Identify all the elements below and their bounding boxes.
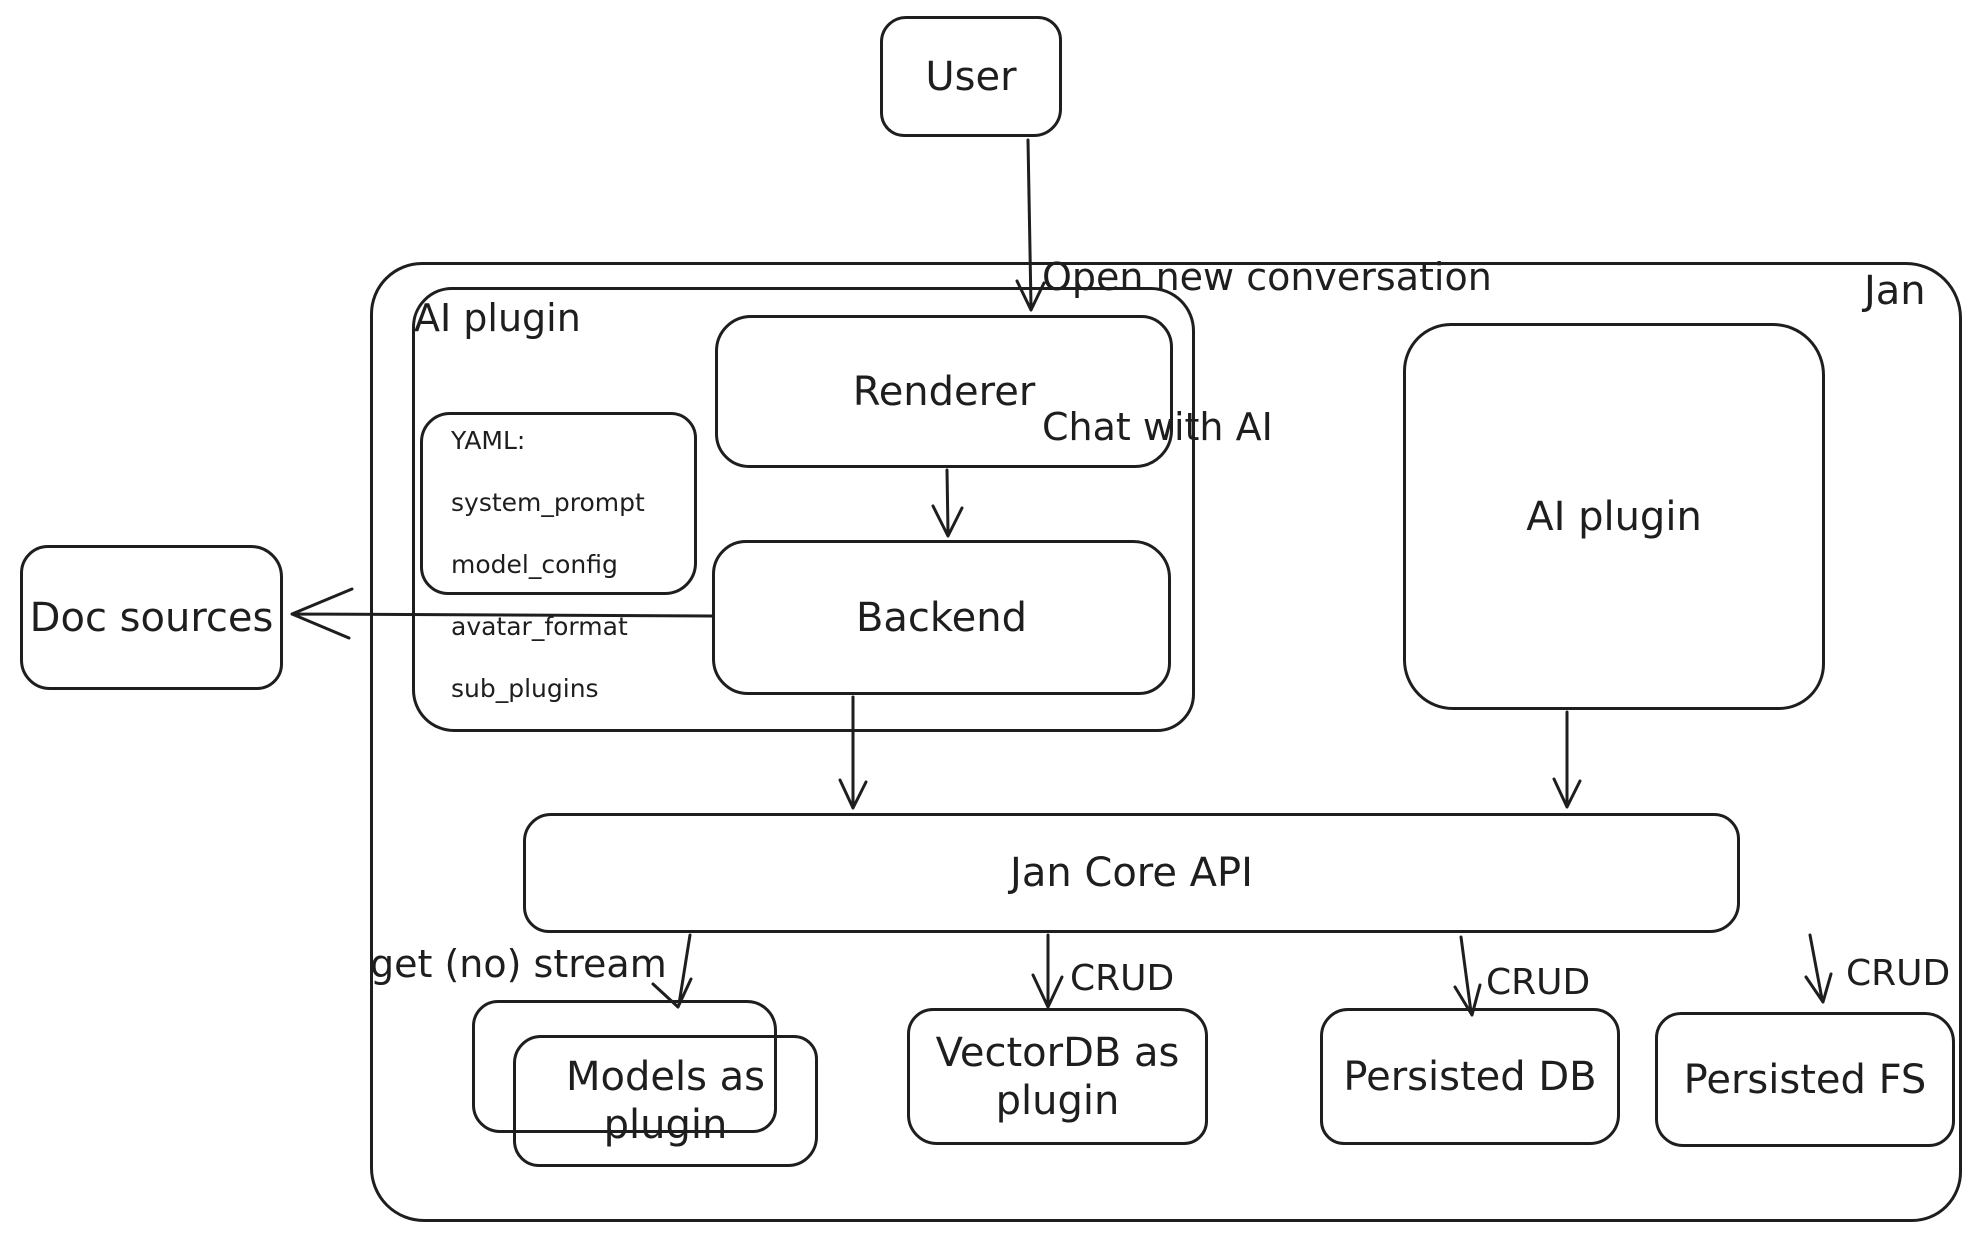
models-back-box [472,1000,777,1133]
doc-sources-node: Doc sources [20,545,283,690]
user-arrow-label-line2: Chat with AI [1042,405,1273,449]
crud-label-persisted-db: CRUD [1486,962,1591,1003]
vectordb-node: VectorDB as plugin [907,1008,1208,1145]
yaml-line-model-config: model_config [451,550,618,579]
yaml-line-system-prompt: system_prompt [451,488,645,517]
crud-label-persisted-fs: CRUD [1846,953,1951,994]
user-arrow-label: Open new conversation Chat with AI [1042,152,1492,552]
ai-plugin-container-label: AI plugin [414,296,581,340]
persisted-fs-node: Persisted FS [1655,1012,1955,1147]
user-node: User [880,16,1062,137]
ai-plugin-right-node: AI plugin [1403,323,1825,710]
renderer-node: Renderer [715,315,1173,468]
backend-node: Backend [712,540,1171,695]
yaml-note: YAML: system_prompt model_config avatar_… [420,412,697,703]
yaml-line-title: YAML: [451,426,526,455]
vectordb-label: VectorDB as plugin [935,1029,1180,1124]
crud-label-vectordb: CRUD [1070,958,1175,999]
jan-container-label: Jan [1864,268,1926,314]
models-as-plugin-node: Models as plugin [513,1035,818,1167]
yaml-line-avatar-format: avatar_format [451,612,628,641]
yaml-line-sub-plugins: sub_plugins [451,674,599,703]
get-no-stream-label: get (no) stream [370,942,667,986]
models-as-plugin-label: Models as plugin [565,1054,765,1148]
user-arrow-label-line1: Open new conversation [1042,255,1492,299]
yaml-note-text: YAML: system_prompt model_config avatar_… [451,425,645,704]
jan-core-api-node: Jan Core API [523,813,1740,933]
persisted-db-node: Persisted DB [1320,1008,1620,1145]
